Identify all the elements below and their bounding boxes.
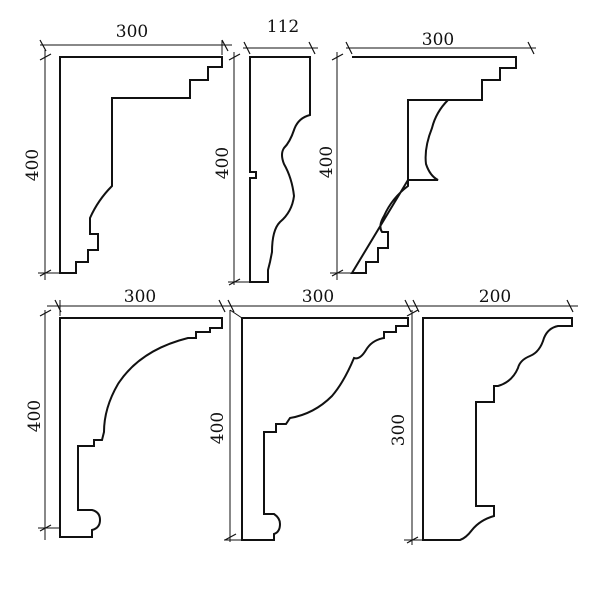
profile-2-width-tick-left bbox=[243, 41, 251, 55]
profile-3-width-tick-right bbox=[527, 41, 535, 55]
profile-3-width-tick-left bbox=[345, 41, 353, 55]
profile-5-height-label: 400 bbox=[208, 412, 228, 444]
profile-3: 300 400 bbox=[317, 30, 536, 280]
profile-2-height-tick-top bbox=[228, 53, 241, 61]
profile-4-height-tick-top bbox=[39, 309, 52, 317]
profile-1-outline bbox=[59, 56, 223, 274]
profile-3-height-tick-top bbox=[331, 53, 344, 61]
profile-3-height-label: 400 bbox=[317, 146, 337, 178]
profile-1-width-label: 300 bbox=[116, 22, 148, 42]
profile-2: 112 400 bbox=[213, 17, 318, 286]
profile-5: 300 400 bbox=[208, 287, 418, 542]
profile-4-width-tick-right bbox=[218, 299, 226, 313]
profile-1-height-label: 400 bbox=[23, 149, 43, 181]
profile-1: 300 400 bbox=[23, 22, 232, 280]
profile-2-width-label: 112 bbox=[267, 17, 299, 37]
profile-4-height-label: 400 bbox=[25, 400, 45, 432]
profile-6-height-tick-top bbox=[406, 309, 419, 317]
profile-6-outline bbox=[422, 317, 573, 541]
profile-1-width-tick-left bbox=[39, 39, 47, 52]
profile-6-width-tick-right bbox=[566, 299, 574, 313]
profile-1-width-tick-right bbox=[221, 39, 229, 52]
profile-3-width-label: 300 bbox=[422, 30, 454, 50]
profile-4-width-label: 300 bbox=[124, 287, 156, 307]
profile-5-width-label: 300 bbox=[302, 287, 334, 307]
profile-1-height-tick-top bbox=[39, 53, 52, 61]
profile-5-outline bbox=[241, 317, 409, 541]
profile-2-width-tick-right bbox=[308, 41, 316, 55]
profile-6-height-label: 300 bbox=[389, 414, 409, 446]
profile-2-height-label: 400 bbox=[213, 147, 233, 179]
profile-4-outline bbox=[59, 317, 223, 538]
profile-5-width-tick-left bbox=[227, 299, 235, 313]
profile-5-height-tick-bottom bbox=[224, 533, 237, 541]
profile-4: 300 400 bbox=[25, 287, 230, 540]
profile-3-outline bbox=[352, 56, 517, 181]
profile-2-outline bbox=[249, 56, 311, 283]
profile-6: 200 300 bbox=[389, 287, 578, 545]
profile-5-width-tick-right bbox=[404, 299, 412, 313]
profile-6-width-label: 200 bbox=[479, 287, 511, 307]
